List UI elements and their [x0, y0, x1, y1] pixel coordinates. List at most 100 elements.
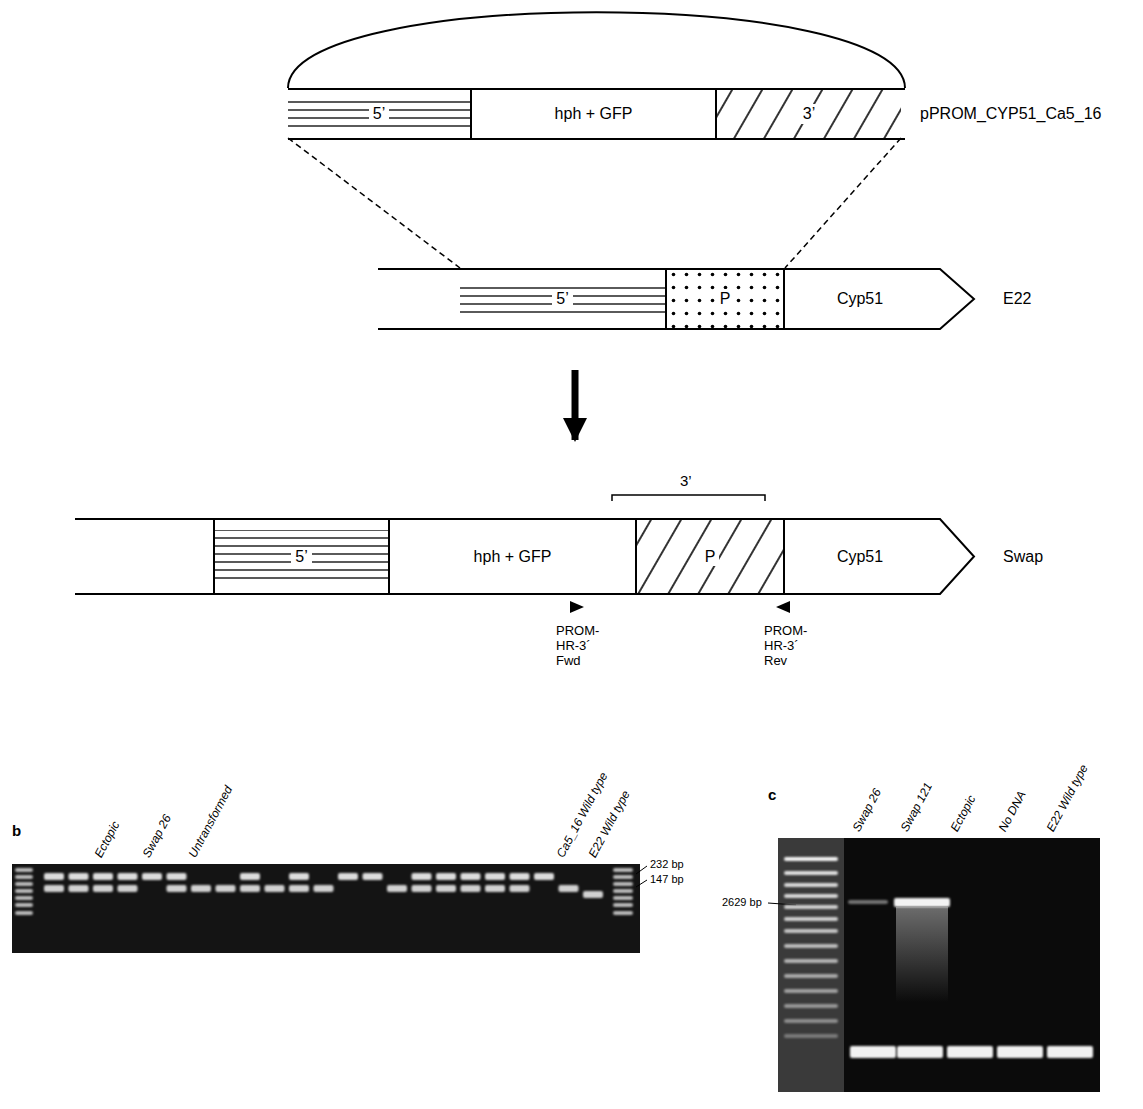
fill-pattern: [637, 518, 783, 595]
gel-band: [784, 917, 838, 921]
gel-band: [15, 896, 33, 900]
locus-border: [75, 519, 974, 594]
gel-band: [510, 885, 530, 892]
gel-band: [240, 885, 260, 892]
gel-band: [15, 875, 33, 879]
construct-name: Swap: [1003, 548, 1043, 566]
gel-band: [613, 903, 633, 907]
construct-name: pPROM_CYP51_Ca5_16: [920, 105, 1101, 123]
gel-band: [848, 900, 888, 904]
gel-ladder-lane: [778, 838, 844, 1092]
gel-band: [784, 989, 838, 993]
region-label: P: [701, 547, 720, 566]
leader-line: [636, 880, 647, 887]
region-bracket: [612, 495, 765, 501]
gel-band: [15, 889, 33, 893]
gel-band: [784, 974, 838, 978]
panel-letter: b: [12, 822, 21, 839]
lane-label: No DNA: [996, 789, 1029, 834]
gel-band: [583, 891, 603, 898]
gel-band: [485, 873, 505, 880]
region-label: P: [716, 289, 735, 308]
leader-line: [768, 903, 796, 905]
gel-band: [412, 885, 432, 892]
panel-letter: c: [768, 786, 776, 803]
leader-line: [636, 866, 647, 874]
gel-band: [363, 873, 383, 880]
gel-image: [778, 838, 1100, 1092]
gel-band: [387, 885, 407, 892]
gel-band: [15, 882, 33, 886]
size-marker-label: 232 bp: [650, 858, 684, 871]
gel-band: [613, 889, 633, 893]
gene-region: Cyp51: [785, 518, 935, 595]
gel-band: [167, 885, 187, 892]
gel-band: [412, 873, 432, 880]
gel-band: [613, 882, 633, 886]
gel-band: [118, 885, 138, 892]
gel-bands: [15, 857, 1093, 1058]
gel-smear: [896, 907, 948, 1002]
homology-arm: 5’: [288, 90, 470, 138]
genomic-locus: E225’PCyp51: [378, 268, 975, 330]
primer-arrow: [570, 601, 584, 613]
region-label: hph + GFP: [470, 547, 556, 566]
gel-band: [784, 1034, 838, 1038]
gel-band: [559, 885, 579, 892]
gel-band: [240, 873, 260, 880]
gel-band: [613, 868, 633, 872]
transformation-arrow: [572, 370, 579, 440]
gel-band: [850, 1046, 896, 1058]
lane-label: Swap 26: [850, 786, 884, 834]
gel-band: [1047, 1046, 1093, 1058]
homology-guide-line: [288, 138, 460, 268]
swapped-locus: Swap5’hph + GFPPCyp51: [75, 518, 975, 595]
gel-band: [15, 911, 33, 915]
gel-band: [289, 873, 309, 880]
lane-label: Ectopic: [948, 793, 979, 834]
size-marker-label: 2629 bp: [722, 896, 762, 909]
gel-band: [784, 905, 838, 909]
primer-arrow: [776, 601, 790, 613]
gel-band: [784, 871, 838, 875]
gel-band: [118, 873, 138, 880]
fill-pattern: [460, 282, 665, 316]
lane-label: Untransformed: [186, 783, 236, 860]
gel-band: [461, 885, 481, 892]
plasmid-construct: pPROM_CYP51_Ca5_165’hph + GFP3’: [288, 88, 905, 140]
region-label: 5’: [291, 547, 311, 566]
lane-label: Swap 121: [898, 780, 935, 834]
gel-band: [897, 1046, 943, 1058]
gel-band: [534, 873, 554, 880]
gel-band: [784, 944, 838, 948]
gel-band: [894, 898, 950, 907]
construct-name: E22: [1003, 290, 1031, 308]
gel-band: [15, 903, 33, 907]
fill-pattern: [667, 268, 783, 330]
region-label: hph + GFP: [551, 104, 637, 123]
marker-cassette: hph + GFP: [470, 90, 715, 138]
gel-band: [191, 885, 211, 892]
homology-region: 5’: [460, 268, 665, 330]
gel-image: [12, 864, 640, 953]
region-label: 3’: [799, 104, 819, 123]
fill-pattern: [215, 530, 388, 583]
gel-band: [997, 1046, 1043, 1058]
gel-band: [314, 885, 334, 892]
region-label: 3’: [680, 472, 692, 489]
size-marker-label: 147 bp: [650, 873, 684, 886]
plasmid-arc: [288, 12, 905, 88]
gel-band: [69, 873, 89, 880]
gel-band: [44, 885, 64, 892]
gel-band: [784, 1004, 838, 1008]
gel-band: [338, 873, 358, 880]
gel-band: [44, 873, 64, 880]
locus-border: [378, 269, 974, 329]
gel-band: [784, 959, 838, 963]
gel-band: [289, 885, 309, 892]
gel-band: [265, 885, 285, 892]
region-label: 5’: [369, 104, 389, 123]
gel-band: [784, 1019, 838, 1023]
marker-cassette: hph + GFP: [390, 518, 635, 595]
homology-guide-line: [785, 138, 901, 268]
